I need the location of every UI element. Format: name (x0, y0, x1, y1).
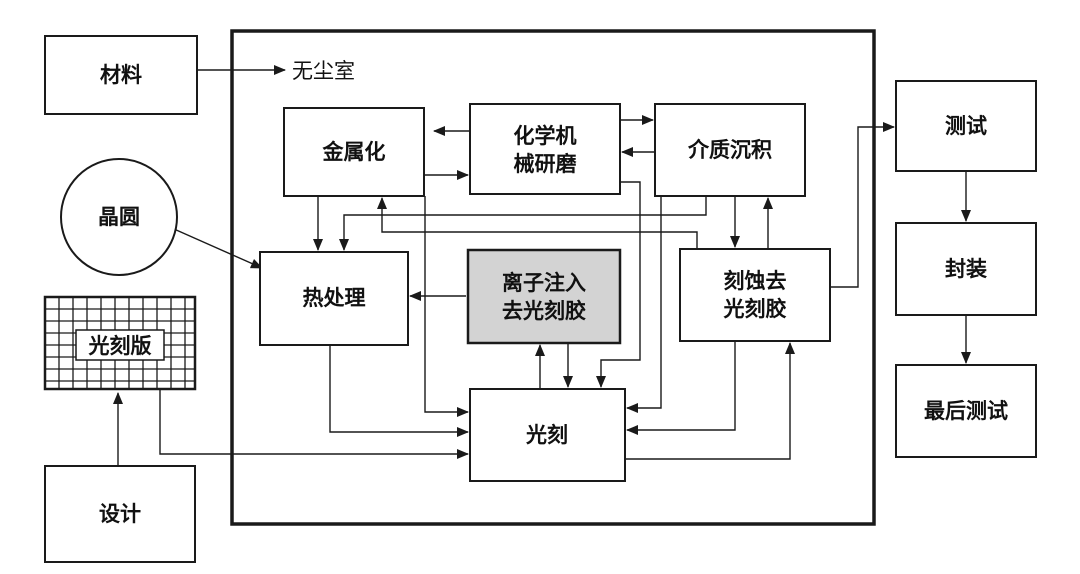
arrow-cmp-to-lithography (596, 181, 641, 388)
arrow-photomask-to-lithography (159, 389, 469, 459)
node-materials-label: 材料 (100, 63, 142, 87)
node-wafer-label: 晶圆 (98, 205, 140, 229)
node-lithography: 光刻 (469, 388, 626, 482)
arrow-dielectric-to-lithography (626, 196, 662, 413)
node-dielectric-deposition: 介质沉积 (654, 103, 806, 197)
node-ion-implant-label-line1: 离子注入 (502, 271, 586, 295)
node-packaging: 封装 (895, 222, 1037, 316)
node-photomask: 光刻版 (43, 295, 197, 391)
node-cmp-label-line2: 械研磨 (514, 152, 577, 176)
arrow-lithography-to-etch (625, 342, 795, 460)
arrow-etch-to-test (830, 122, 895, 288)
node-design: 设计 (44, 465, 196, 563)
node-materials: 材料 (44, 35, 198, 115)
node-metallization-label: 金属化 (322, 140, 386, 164)
node-packaging-label: 封装 (945, 257, 987, 281)
arrow-wafer-to-thermal-processing (173, 228, 263, 269)
node-etch: 刻蚀去 光刻胶 (679, 248, 831, 342)
arrow-etch-to-metallization (377, 197, 698, 249)
node-cmp: 化学机 械研磨 (469, 103, 621, 195)
arrow-dielectric-to-thermal (339, 196, 707, 251)
arrow-etch-to-lithography (626, 341, 736, 435)
node-etch-label-line2: 光刻胶 (723, 297, 787, 321)
node-dielectric-deposition-label: 介质沉积 (687, 138, 772, 162)
node-thermal-processing-label: 热处理 (303, 286, 366, 310)
node-lithography-label: 光刻 (525, 423, 568, 447)
node-photomask-label: 光刻版 (88, 334, 152, 358)
node-etch-label-line1: 刻蚀去 (724, 269, 787, 293)
node-ion-implant-label-line2: 去光刻胶 (502, 299, 586, 323)
connector-layer (113, 65, 971, 466)
node-wafer: 晶圆 (60, 158, 178, 276)
node-test-label: 测试 (945, 114, 987, 138)
node-final-test: 最后测试 (895, 364, 1037, 458)
node-cmp-label-line1: 化学机 (514, 124, 577, 148)
node-ion-implant: 离子注入 去光刻胶 (466, 248, 622, 345)
node-final-test-label: 最后测试 (924, 399, 1008, 423)
node-metallization: 金属化 (283, 107, 425, 197)
photomask-label-box (75, 329, 165, 361)
cleanroom-label: 无尘室 (292, 59, 355, 83)
arrow-thermal-to-lithography (329, 345, 469, 437)
node-design-label: 设计 (99, 502, 141, 526)
node-thermal-processing: 热处理 (259, 251, 409, 346)
node-test: 测试 (895, 80, 1037, 172)
cleanroom-boundary (230, 29, 876, 526)
arrow-metallization-to-lithography (424, 196, 469, 417)
